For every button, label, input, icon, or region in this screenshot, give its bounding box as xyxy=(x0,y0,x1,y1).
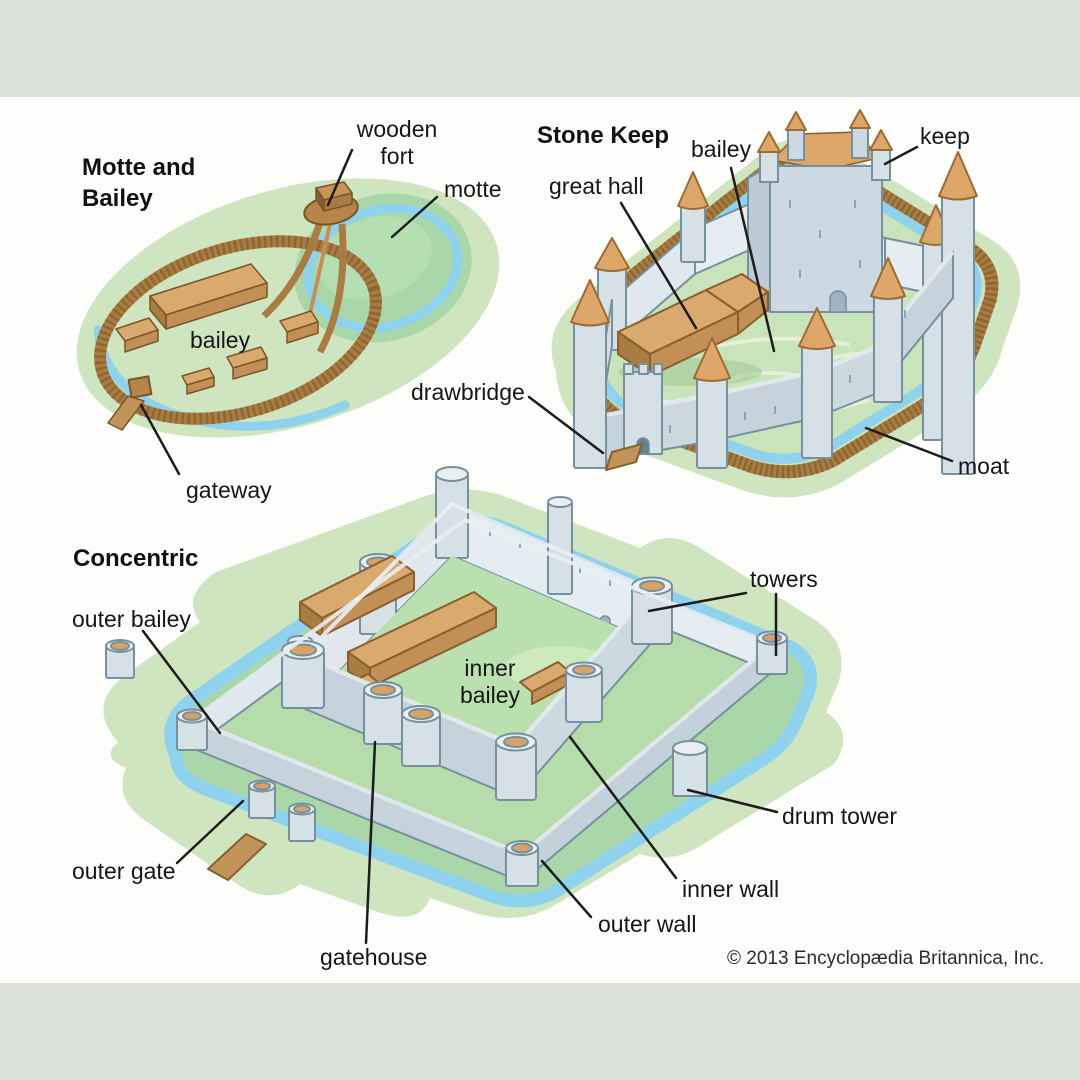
label-towers: towers xyxy=(750,566,818,592)
stone-keep-illustration xyxy=(551,109,1021,498)
leader-outer-bailey xyxy=(141,629,222,735)
concentric-heading: Concentric xyxy=(73,545,199,572)
label-bailey-mb: bailey xyxy=(190,327,251,353)
label-drawbridge: drawbridge xyxy=(411,379,525,405)
leader-great-hall xyxy=(619,201,698,330)
concentric-illustration xyxy=(103,466,844,919)
leader-towers-1 xyxy=(647,591,748,613)
leader-gateway xyxy=(139,403,181,476)
label-great-hall: great hall xyxy=(549,173,644,199)
label-motte: motte xyxy=(444,176,502,202)
stone-keep-heading: Stone Keep xyxy=(537,122,670,149)
leader-inner-wall xyxy=(568,735,678,880)
label-gatehouse: gatehouse xyxy=(320,944,428,970)
label-bailey-sk: bailey xyxy=(691,136,752,162)
label-drum-tower: drum tower xyxy=(782,803,898,829)
copyright-notice: © 2013 Encyclopædia Britannica, Inc. xyxy=(727,948,1045,969)
leader-outer-wall xyxy=(540,859,593,919)
label-outer-wall: outer wall xyxy=(598,911,697,937)
leader-gatehouse xyxy=(364,740,377,945)
leader-bailey-sk xyxy=(729,166,776,353)
bottom-band xyxy=(0,983,1080,1080)
motte-bailey-illustration xyxy=(76,178,500,438)
label-inner-wall: inner wall xyxy=(682,876,780,902)
label-outer-gate: outer gate xyxy=(72,858,176,884)
label-inner-bailey: inner bailey xyxy=(459,655,521,709)
label-outer-bailey: outer bailey xyxy=(72,606,191,632)
leader-motte xyxy=(390,195,439,239)
label-keep: keep xyxy=(920,123,970,149)
label-moat: moat xyxy=(958,453,1010,479)
leader-drawbridge xyxy=(527,395,605,455)
leader-lines xyxy=(139,145,954,945)
label-wooden-fort: wooden fort xyxy=(356,116,438,170)
motte-bailey-heading: Motte and Bailey xyxy=(82,154,196,212)
leader-drum-tower xyxy=(686,788,779,814)
leader-wooden-fort xyxy=(326,148,354,207)
leader-keep xyxy=(883,145,919,166)
leader-outer-gate xyxy=(175,799,245,865)
leader-moat xyxy=(864,426,954,463)
top-band xyxy=(0,0,1080,97)
label-gateway: gateway xyxy=(186,477,272,503)
